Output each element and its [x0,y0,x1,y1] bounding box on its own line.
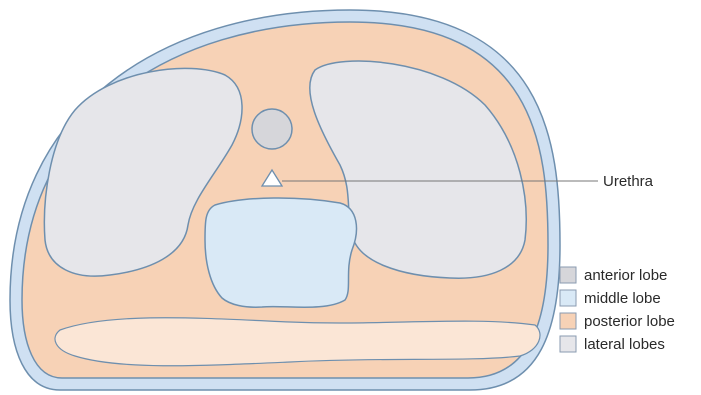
legend-swatch-lateral [560,336,576,352]
middle-lobe [205,198,356,307]
legend-swatch-anterior [560,267,576,283]
anterior-lobe [252,109,292,149]
legend-swatch-middle [560,290,576,306]
legend-swatch-posterior [560,313,576,329]
legend-label-middle: middle lobe [584,290,661,307]
lower-lens-region [55,318,540,366]
urethra-label: Urethra [603,173,654,190]
legend-label-posterior: posterior lobe [584,313,675,330]
legend-label-lateral: lateral lobes [584,336,665,353]
legend: anterior lobe middle lobe posterior lobe la… [560,267,675,353]
legend-label-anterior: anterior lobe [584,267,667,284]
